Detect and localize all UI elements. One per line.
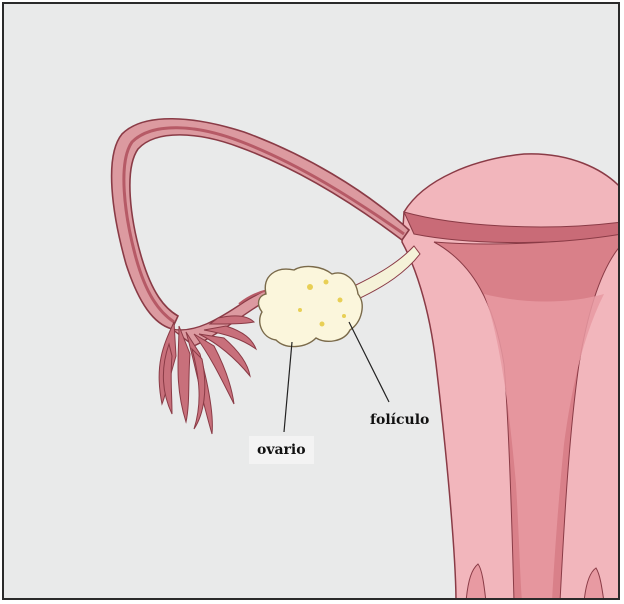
ovary-shape: [259, 267, 363, 347]
foliculo-label: folículo: [362, 406, 437, 434]
reproductive-anatomy-illustration: [4, 4, 620, 600]
ovario-label: ovario: [249, 436, 314, 464]
ovarian-ligament: [354, 246, 420, 300]
foliculo-leader-line: [349, 322, 389, 402]
ovario-leader-line: [284, 342, 292, 432]
